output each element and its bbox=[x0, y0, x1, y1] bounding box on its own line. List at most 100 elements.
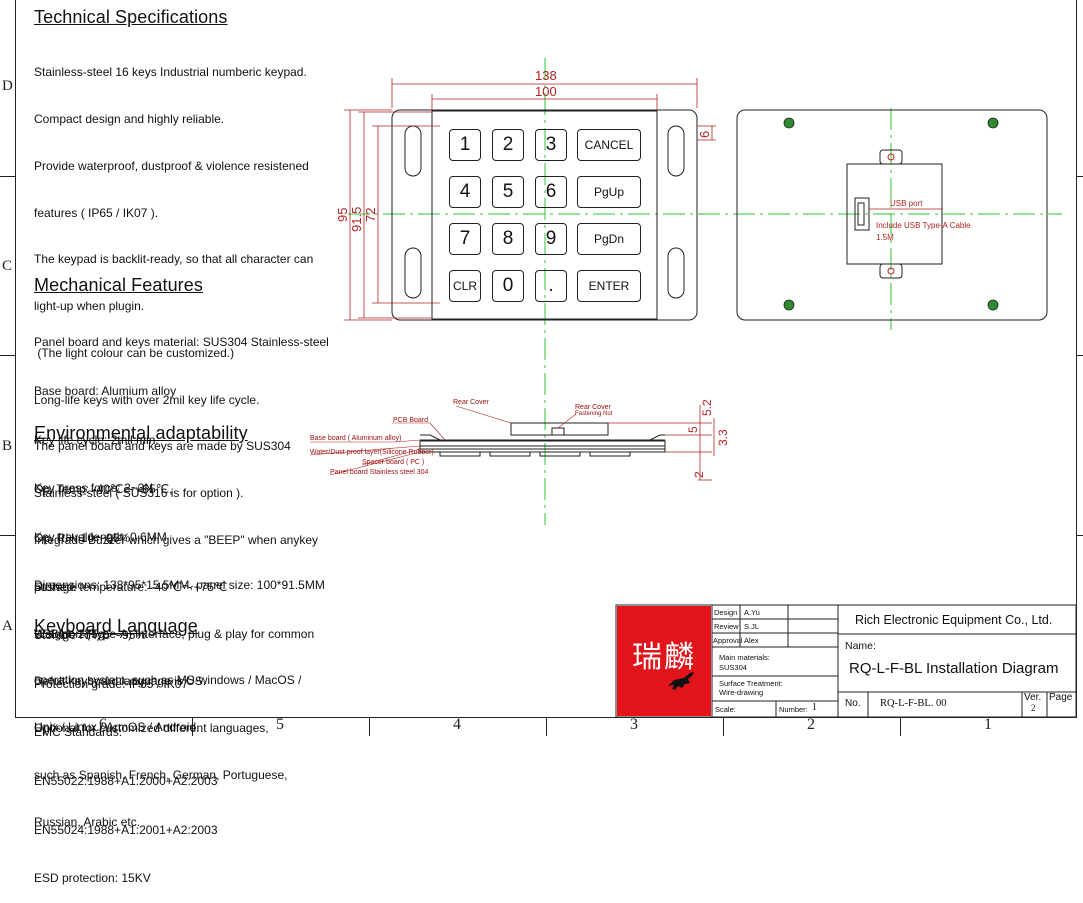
key-label: 5 bbox=[502, 181, 514, 202]
side-dimensions bbox=[608, 405, 715, 481]
key-3[interactable]: 3 bbox=[535, 129, 567, 161]
zone-tick bbox=[0, 176, 15, 177]
frame-left bbox=[15, 0, 16, 718]
key-label: 0 bbox=[502, 275, 514, 296]
approval-label: Approval bbox=[713, 636, 743, 645]
zone-tick bbox=[1077, 535, 1083, 536]
logo-background bbox=[617, 606, 711, 716]
usb-port-label: USB port bbox=[890, 199, 923, 208]
usb-cable-length: 1.5M bbox=[876, 233, 894, 242]
col-tick bbox=[546, 717, 547, 736]
tech-line: Long-life keys with over 2mil key life c… bbox=[34, 392, 260, 407]
key-pgdn[interactable]: PgDn bbox=[577, 223, 641, 255]
dim-72: 72 bbox=[363, 208, 378, 222]
approval-value: Alex bbox=[744, 636, 759, 645]
col-tick bbox=[723, 717, 724, 736]
key-label: ENTER bbox=[588, 279, 630, 293]
dim-100: 100 bbox=[535, 84, 557, 99]
lang-heading: Keyboard Language bbox=[34, 616, 198, 636]
dim-3-3: 3.3 bbox=[716, 429, 730, 446]
zone-tick bbox=[1077, 176, 1083, 177]
side-leaders bbox=[309, 405, 577, 476]
key-dot[interactable]: . bbox=[535, 270, 567, 302]
dim-2: 2 bbox=[692, 471, 706, 478]
tech-line: The keypad is backlit-ready, so that all… bbox=[34, 252, 314, 267]
front-view bbox=[391, 109, 698, 321]
col-tick bbox=[369, 717, 370, 736]
title-block-grid bbox=[615, 604, 1077, 718]
key-label: 8 bbox=[502, 228, 514, 249]
key-enter[interactable]: ENTER bbox=[577, 270, 641, 302]
key-8[interactable]: 8 bbox=[492, 223, 524, 255]
key-1[interactable]: 1 bbox=[449, 129, 481, 161]
drawing-number: RQ-L-F-BL. 00 bbox=[880, 698, 947, 709]
env-line: ESD protection: 15KV bbox=[34, 871, 151, 886]
company-name: Rich Electronic Equipment Co., Ltd. bbox=[855, 613, 1053, 627]
surface-label: Surface Treatment: bbox=[719, 679, 783, 688]
tech-line: operation system, such as MS-windows / M… bbox=[34, 673, 302, 688]
col-tick bbox=[900, 717, 901, 736]
key-cancel[interactable]: CANCEL bbox=[577, 129, 641, 161]
key-2[interactable]: 2 bbox=[492, 129, 524, 161]
mech-line: Base board: Alumium alloy bbox=[34, 384, 177, 399]
surface-value: Wire-drawing bbox=[719, 688, 764, 697]
lang-line: Optional for customized different langua… bbox=[34, 720, 269, 735]
label-panel-board: Panel board Stainless steel 304 bbox=[330, 469, 429, 476]
key-label: 6 bbox=[545, 181, 557, 202]
env-line: Op. Temp: -40℃～+65℃, bbox=[34, 482, 173, 497]
zone-col-1: 1 bbox=[984, 716, 992, 733]
key-4[interactable]: 4 bbox=[449, 176, 481, 208]
name-label: Name: bbox=[845, 640, 876, 652]
key-label: 1 bbox=[459, 134, 471, 155]
zone-col-3: 3 bbox=[630, 716, 638, 733]
key-9[interactable]: 9 bbox=[535, 223, 567, 255]
mech-line: Key life cycle: 2mil min. bbox=[34, 432, 159, 447]
tech-line: Integrade Buzzer which gives a "BEEP" wh… bbox=[34, 533, 319, 547]
mech-heading: Mechanical Features bbox=[34, 275, 203, 295]
back-view-screws bbox=[783, 117, 999, 311]
key-label: 7 bbox=[459, 228, 471, 249]
key-6[interactable]: 6 bbox=[535, 176, 567, 208]
mech-lines: Panel board and keys material: SUS304 St… bbox=[34, 302, 329, 658]
zone-tick bbox=[0, 355, 15, 356]
tech-spec-heading: Technical Specifications bbox=[34, 7, 228, 27]
lang-line: such as Spanish, French, German, Portugu… bbox=[34, 767, 288, 782]
zone-letter-b: B bbox=[2, 438, 13, 454]
tech-line: features ( IP65 / IK07 ). bbox=[34, 205, 159, 220]
key-label: CANCEL bbox=[584, 138, 634, 152]
label-fastening-nut: Fastening Nut bbox=[575, 411, 613, 417]
zone-letter-a: A bbox=[2, 618, 13, 634]
label-rear-cover: Rear Cover bbox=[453, 399, 489, 406]
key-5[interactable]: 5 bbox=[492, 176, 524, 208]
key-0[interactable]: 0 bbox=[492, 270, 524, 302]
back-view bbox=[736, 109, 1048, 321]
ver-label: Ver. bbox=[1024, 692, 1042, 703]
drawing-name: RQ-L-F-BL Installation Diagram bbox=[849, 660, 1059, 677]
tech-line: Compact design and highly reliable. bbox=[34, 111, 225, 126]
tech-line: The panel board and keys are made by SUS… bbox=[34, 439, 291, 454]
key-label: PgUp bbox=[593, 185, 625, 199]
key-7[interactable]: 7 bbox=[449, 223, 481, 255]
env-line: Op. RH: 10～95% bbox=[34, 531, 131, 546]
horse-icon bbox=[668, 672, 694, 690]
key-label: . bbox=[548, 275, 554, 296]
material-label: Main materials: bbox=[719, 653, 770, 662]
key-label: 9 bbox=[545, 228, 557, 249]
zone-col-6: 6 bbox=[99, 716, 107, 733]
zone-col-4: 4 bbox=[453, 716, 461, 733]
tech-spec-lines: Stainless-steel 16 keys Industrial numbe… bbox=[34, 34, 318, 751]
key-label: 3 bbox=[545, 134, 557, 155]
tech-line: Stainless-steel 16 keys Industrial numbe… bbox=[34, 65, 307, 80]
zone-col-5: 5 bbox=[276, 716, 284, 733]
company-logo-text: 瑞麟 bbox=[632, 640, 696, 675]
zone-tick bbox=[0, 535, 15, 536]
dim-95: 95 bbox=[335, 208, 350, 222]
col-tick bbox=[192, 717, 193, 736]
key-pgup[interactable]: PgUp bbox=[577, 176, 641, 208]
key-clr[interactable]: CLR bbox=[449, 270, 481, 302]
tech-line: light-up when plugin. bbox=[34, 299, 145, 314]
mech-line: Key press force: 2~3N bbox=[34, 481, 154, 496]
tech-line: Stainless-steel ( SUS316 is for option )… bbox=[34, 486, 244, 501]
mech-line: Panel board and keys material: SUS304 St… bbox=[34, 335, 329, 350]
lang-line: Defult keyboard language is US. bbox=[34, 674, 207, 689]
